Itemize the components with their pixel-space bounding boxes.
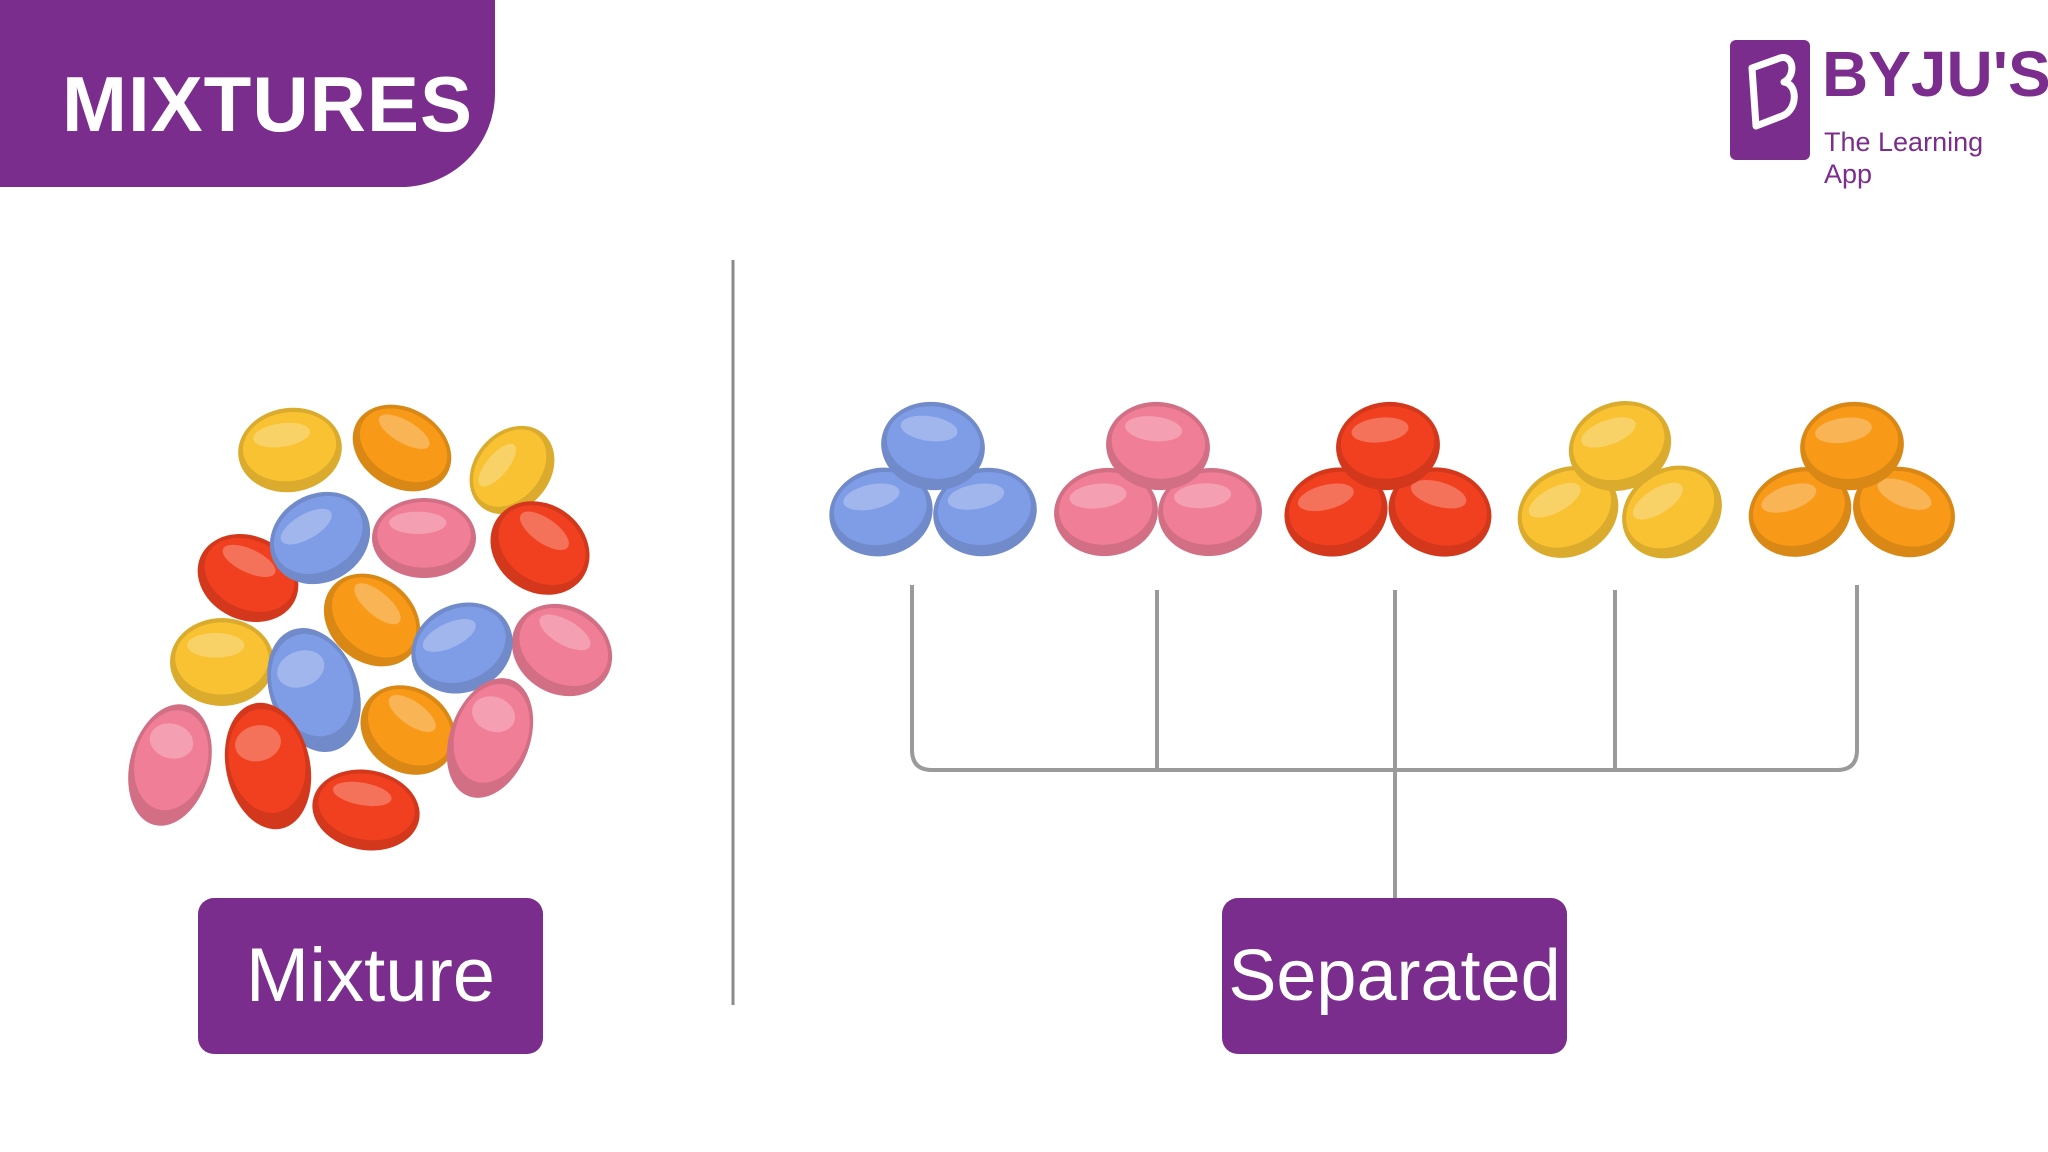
separated-groups: [829, 400, 1955, 559]
orange-candy: [1800, 401, 1904, 491]
mixture-label: Mixture: [198, 898, 543, 1054]
logo-badge-icon: [1730, 40, 1810, 160]
pink-candy: [446, 678, 534, 798]
bracket-line: [910, 585, 1859, 772]
orange-candy: [323, 573, 421, 667]
yellow-candy: [1622, 465, 1722, 559]
header-tab: MIXTURES: [0, 0, 495, 187]
blue-candy: [933, 467, 1037, 557]
pink-candy: [128, 704, 212, 826]
yellow-candy: [170, 618, 274, 706]
orange-candy: [1748, 467, 1852, 557]
red-candy: [1284, 467, 1388, 557]
yellow-candy: [1568, 400, 1672, 492]
pink-candy: [1106, 401, 1210, 491]
pink-candy: [511, 603, 613, 697]
red-candy: [1336, 401, 1440, 491]
pink-candy: [1158, 467, 1262, 557]
page-title: MIXTURES: [62, 60, 474, 148]
blue-candy: [829, 467, 933, 557]
blue-candy: [269, 491, 371, 585]
red-candy: [490, 501, 590, 595]
orange-candy: [360, 685, 456, 775]
logo-tagline: The Learning App: [1824, 127, 1984, 189]
byjus-logo: BYJU'S The Learning App: [1730, 38, 2048, 189]
yellow-candy: [469, 425, 555, 515]
separated-label: Separated: [1222, 898, 1567, 1054]
orange-candy: [352, 404, 452, 492]
red-candy: [312, 769, 420, 851]
yellow-candy: [1517, 466, 1619, 558]
pink-candy: [372, 498, 476, 578]
bracket-connector: [910, 585, 1859, 898]
mixture-pile: [128, 404, 613, 851]
pink-candy: [1054, 467, 1158, 557]
blue-candy: [411, 602, 513, 694]
blue-candy: [881, 401, 985, 491]
red-candy: [224, 702, 312, 830]
red-candy: [1388, 467, 1492, 557]
yellow-candy: [238, 407, 342, 493]
orange-candy: [1853, 466, 1955, 558]
logo-name: BYJU'S: [1822, 38, 2048, 110]
